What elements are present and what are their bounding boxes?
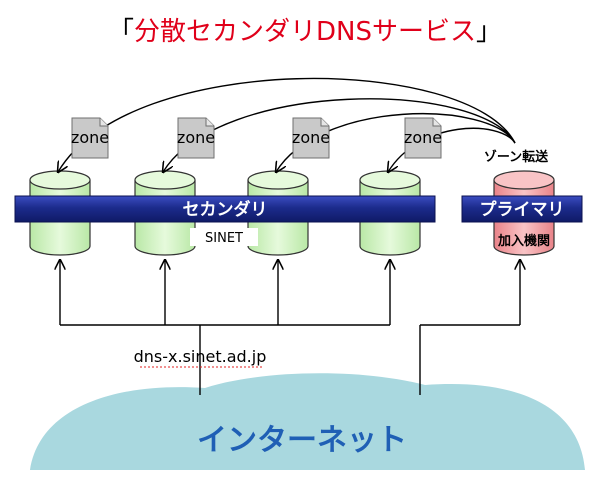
internet-label: インターネット — [197, 423, 407, 458]
zone-transfer-arrow-2 — [163, 98, 516, 172]
primary-bar-label: プライマリ — [480, 199, 565, 220]
secondary-bar — [14, 195, 436, 223]
zone-label: zone — [292, 128, 330, 147]
title-open-bracket: 「 — [108, 17, 134, 47]
zone-label: zone — [177, 128, 215, 147]
title-text: 分散セカンダリDNSサービス — [134, 17, 476, 47]
zone-label: zone — [404, 128, 442, 147]
zone-transfer-label: ゾーン転送 — [484, 149, 549, 165]
sinet-label-box — [190, 228, 258, 246]
primary-bar — [461, 195, 583, 223]
zone-label: zone — [71, 128, 109, 147]
sinet-label: SINET — [205, 231, 243, 246]
zone-file-icon: zone — [71, 117, 109, 159]
page-title: 「分散セカンダリDNSサービス」 — [108, 17, 502, 47]
zone-file-icon: zone — [292, 117, 330, 159]
zone-file-icon: zone — [404, 117, 442, 159]
internet-cloud — [30, 373, 585, 470]
member-org-label: 加入機関 — [497, 233, 550, 249]
zone-file-icon: zone — [177, 117, 215, 159]
title-close-bracket: 」 — [476, 17, 502, 47]
dns-hostname: dns-x.sinet.ad.jp — [134, 347, 267, 366]
zone-transfer-arrow-4 — [388, 127, 516, 172]
secondary-bar-label: セカンダリ — [183, 199, 268, 220]
